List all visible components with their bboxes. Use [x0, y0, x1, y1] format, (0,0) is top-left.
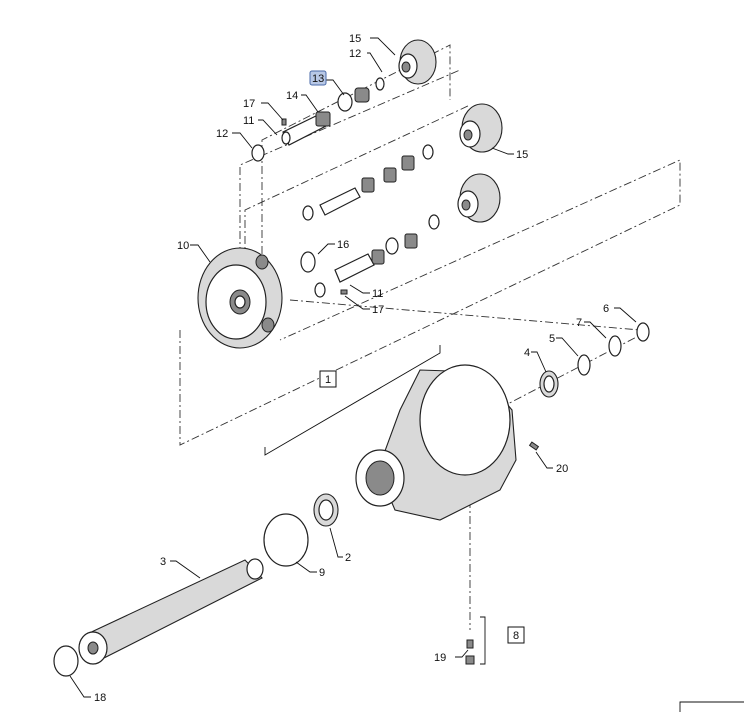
callout-2: 2	[345, 552, 351, 564]
callout-19: 19	[434, 652, 446, 664]
callout-4: 4	[524, 347, 530, 359]
callout-10: 10	[177, 240, 189, 252]
planet-carrier-10	[197, 247, 283, 349]
callout-9: 9	[319, 567, 325, 579]
gear-15-middle	[459, 103, 503, 153]
callout-1[interactable]: 1	[325, 374, 331, 386]
ring-7	[608, 335, 622, 357]
roll-pin-17-upper	[281, 118, 287, 126]
callout-17-bottom: 17	[372, 304, 384, 316]
callout-20: 20	[556, 463, 568, 475]
callout-15-right: 15	[516, 149, 528, 161]
frame-corner	[679, 701, 744, 712]
callout-labels: 15 12 13 14 17 11 12 15 10 16 11 17 6 7 …	[94, 33, 609, 704]
callout-18: 18	[94, 692, 106, 704]
ring-5	[577, 354, 591, 376]
axle-housing-1	[355, 364, 517, 521]
bearing-4	[539, 370, 559, 398]
ring-9	[263, 513, 309, 567]
callout-8[interactable]: 8	[513, 630, 519, 642]
circlip-12-upper	[251, 144, 265, 162]
callout-13-highlight	[309, 70, 327, 86]
callout-6: 6	[603, 303, 609, 315]
callout-17-top: 17	[243, 98, 255, 110]
pin-14	[281, 111, 331, 146]
callout-11-top: 11	[243, 115, 254, 127]
top-gear-assembly	[197, 39, 503, 349]
bearing-2	[313, 493, 339, 527]
callout-12-top: 12	[349, 48, 361, 60]
callout-13[interactable]: 13	[312, 73, 324, 85]
group-bracket-1	[264, 345, 441, 456]
callout-15-top: 15	[349, 33, 361, 45]
callout-16: 16	[337, 239, 349, 251]
callout-1-box	[319, 370, 337, 388]
circlip-6	[636, 322, 650, 342]
callout-11-bottom: 11	[372, 288, 383, 300]
callout-12-left: 12	[216, 128, 228, 140]
middle-shaft-row	[302, 144, 434, 221]
gear-15-lower	[457, 173, 501, 223]
gear-15-top	[398, 39, 437, 85]
callout-7: 7	[576, 317, 582, 329]
leader-lines	[69, 37, 637, 698]
callout-5: 5	[549, 333, 555, 345]
needle-bearing-13	[337, 77, 385, 112]
bolt-19	[465, 639, 475, 665]
callout-3: 3	[160, 556, 166, 568]
callout-8-box	[507, 626, 525, 644]
group-bracket-8	[480, 616, 486, 665]
callout-14: 14	[286, 90, 298, 102]
circlip-18	[53, 645, 79, 677]
lower-shaft-row	[300, 214, 440, 298]
axle-shaft-3	[78, 558, 264, 665]
pin-20	[528, 441, 540, 451]
